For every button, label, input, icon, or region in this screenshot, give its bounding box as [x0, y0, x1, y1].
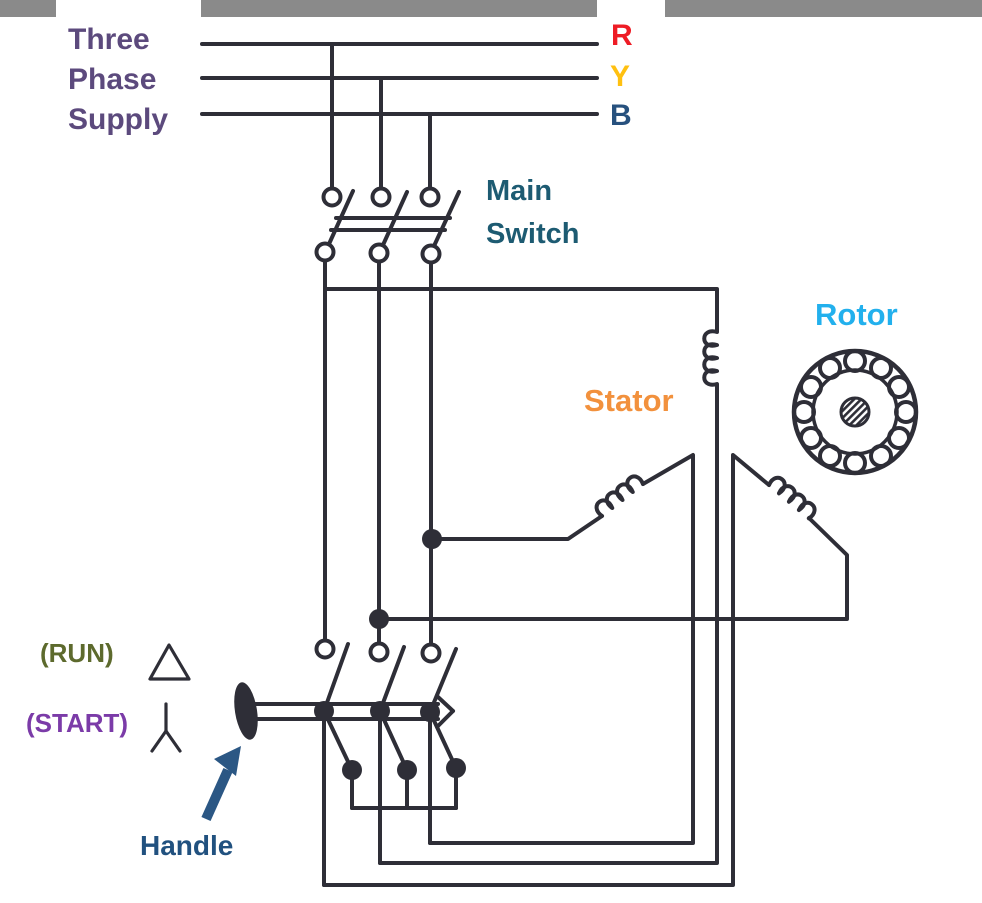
handle-annotation-arrow: [201, 746, 241, 822]
main-switch-contact-bottom-2: [368, 242, 390, 264]
main-switch-blade-3: [432, 190, 461, 248]
rotor-shaft-hatched: [839, 396, 871, 428]
main-switch-label-line1: Main: [486, 175, 553, 207]
rotor-label: Rotor: [815, 297, 898, 332]
junction-dot-b: [422, 529, 442, 549]
run-contact-1: [314, 638, 336, 660]
blade-down-3: [428, 710, 458, 770]
coil-right: [767, 475, 817, 521]
blade-up-3: [428, 647, 458, 714]
main-switch-contact-top-1: [321, 186, 343, 208]
main-switch-contact-top-3: [419, 186, 441, 208]
handle-label: Handle: [140, 830, 234, 861]
start-contact-dot-2: [397, 760, 417, 780]
stator-label: Stator: [584, 383, 674, 418]
coil-left: [594, 474, 645, 518]
junction-dots: [369, 529, 442, 629]
stator-winding-top: [323, 287, 719, 865]
winding-top-path: [323, 287, 719, 865]
phase-label-b: B: [610, 99, 632, 132]
star-arm-left: [150, 729, 168, 753]
main-switch-symbol: [314, 186, 461, 265]
stator-winding-left: [428, 453, 695, 845]
main-switch-contact-bottom-1: [314, 241, 336, 263]
run-contact-2: [368, 641, 390, 663]
junction-dot-y: [369, 609, 389, 629]
handle-knob: [234, 682, 258, 740]
run-label: (RUN): [40, 638, 114, 668]
top-bar-gap-left: [56, 0, 201, 17]
phase-label-y: Y: [610, 60, 631, 93]
main-switch-blade-1: [327, 189, 355, 246]
start-label: (START): [26, 708, 129, 738]
arrow-shaft: [201, 767, 233, 822]
delta-symbol: [148, 643, 191, 681]
three-phase-supply-lines: [200, 42, 599, 190]
rotor-symbol: [791, 348, 919, 476]
handle-shaft-arrow-b: [436, 709, 455, 728]
phase-label-r: R: [611, 19, 633, 52]
top-gray-bar: [0, 0, 982, 17]
supply-label-line1: Three: [68, 23, 150, 56]
main-switch-label-line2: Switch: [486, 218, 580, 250]
main-switch-contact-bottom-3: [420, 243, 442, 265]
star-arm-right: [164, 729, 182, 753]
arrow-head: [214, 746, 241, 776]
winding-left-return: [428, 453, 695, 845]
winding-right-feed: [322, 453, 771, 887]
main-switch-blade-2: [381, 190, 409, 247]
rotor-cage-bars: [792, 349, 918, 475]
stator-winding-right: [322, 453, 849, 887]
star-symbol: [150, 702, 182, 753]
top-bar-gap-right: [597, 0, 665, 17]
main-switch-contact-top-2: [370, 186, 392, 208]
start-contact-dot-1: [342, 760, 362, 780]
handle-shaft-arrow-a: [436, 695, 455, 713]
phase-drop-wires: [323, 259, 433, 646]
handle-symbol: [234, 682, 455, 740]
star-delta-switch: [314, 638, 466, 887]
supply-label-line2: Phase: [68, 63, 157, 96]
start-contact-dot-3: [446, 758, 466, 778]
winding-left-lead: [430, 514, 604, 541]
delta-triangle-icon: [148, 643, 191, 681]
blade-up-2: [378, 645, 406, 713]
blade-up-1: [322, 642, 350, 713]
run-contact-3: [420, 642, 442, 664]
supply-label-line3: Supply: [68, 103, 169, 136]
winding-right-return: [377, 516, 849, 621]
